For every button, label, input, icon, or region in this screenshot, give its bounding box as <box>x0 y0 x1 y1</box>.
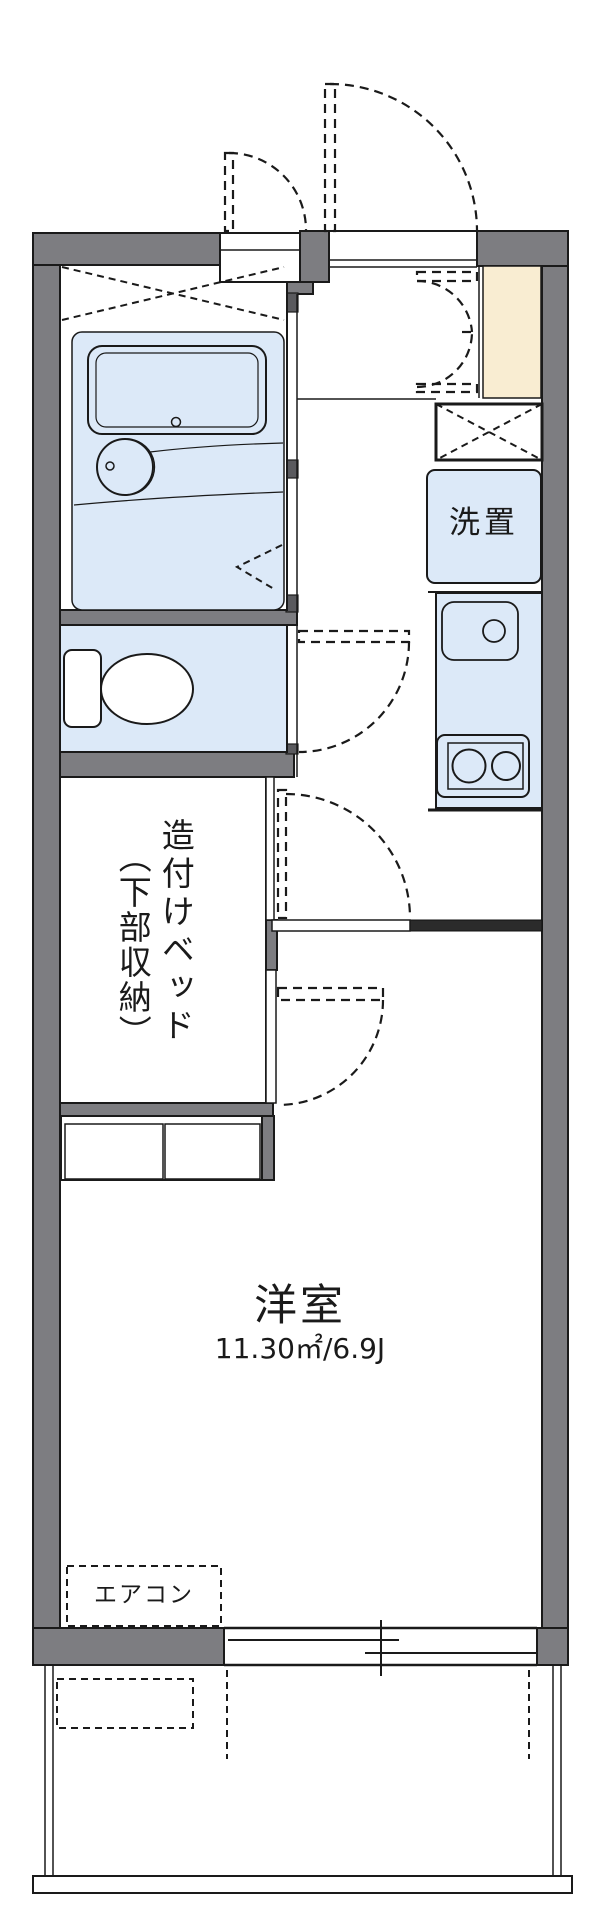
toilet-tank <box>63 649 102 728</box>
alcove-door-arc <box>228 151 308 231</box>
wash-basin-drain <box>105 461 115 471</box>
walls <box>32 230 569 1666</box>
stove-burner-left <box>451 748 487 784</box>
wall-mid-dark <box>409 919 543 932</box>
hall-threshold <box>271 919 411 932</box>
main-room-size: 11.30㎡/6.9J <box>214 1332 386 1365</box>
hall-door-arc <box>285 792 412 919</box>
balcony-window <box>32 1565 573 1894</box>
wall-top-left <box>32 232 221 266</box>
unit-bath <box>61 266 285 611</box>
bath-folding-door <box>234 544 283 590</box>
built-in-bed-label-line1: 造付けベッド <box>156 818 196 1046</box>
doors <box>223 82 479 1107</box>
bath-counter-line-2 <box>73 491 284 506</box>
closet-bifold-bottom-leaf <box>415 382 479 394</box>
closet-door-right <box>164 1123 261 1180</box>
kitchen <box>426 402 544 812</box>
wall-top-right <box>476 230 569 267</box>
wall-bottom-left <box>32 1627 225 1666</box>
aircon-label: エアコン <box>94 1582 194 1608</box>
wall-toilet-bottom <box>59 751 295 778</box>
meter-box-alcove <box>219 232 301 283</box>
kitchen-sink <box>441 601 519 661</box>
wall-closet-stub <box>261 1115 275 1181</box>
main-room-name: 洋室 <box>254 1281 346 1331</box>
closet-bifold-arc-bottom <box>416 331 474 389</box>
room-door-arc <box>277 999 385 1107</box>
toilet-bowl <box>100 653 194 725</box>
laundry-space <box>426 469 542 584</box>
bathtub-drain <box>170 416 182 428</box>
bed-room <box>59 776 267 1104</box>
wall-entry-jamb <box>299 230 330 283</box>
closet-door-left <box>64 1123 164 1180</box>
toilet <box>63 649 194 728</box>
wall-right <box>541 265 569 1629</box>
bath-counter-line-1 <box>149 442 284 453</box>
aircon-box <box>66 1565 222 1627</box>
wall-bedroom-bottom <box>59 1102 274 1117</box>
hall-door-leaf <box>276 788 288 920</box>
genkan-floor <box>482 265 542 399</box>
closet-bifold-arc-top <box>416 279 474 333</box>
laundry-label: 洗置 <box>449 505 519 541</box>
entrance <box>296 230 477 777</box>
toilet-door-leaf <box>297 629 411 644</box>
wall-bath-bottom <box>59 609 298 626</box>
wash-basin <box>96 438 154 496</box>
bedroom-thin-wall <box>265 776 275 921</box>
alcove-door-leaf <box>223 151 235 233</box>
ceiling-storage-cross <box>61 266 285 321</box>
stove-unit <box>436 734 530 798</box>
bathtub <box>87 345 267 435</box>
kitchen-faucet <box>482 619 506 643</box>
entrance-door-arc <box>329 82 479 232</box>
wall-bottom-right <box>536 1627 569 1666</box>
closet-bifold-top-leaf <box>415 270 479 283</box>
room-door-leaf <box>276 986 385 1002</box>
storage-crossbox-x <box>435 403 543 461</box>
stove-inner <box>447 742 524 790</box>
balcony-slab-edge <box>32 1875 573 1894</box>
balcony-hatch-box <box>56 1678 194 1729</box>
entrance-door-leaf <box>323 82 337 233</box>
under-bed-closet <box>60 1115 263 1181</box>
stove-burner-right <box>491 751 521 781</box>
partitions <box>60 776 411 1181</box>
bedroom-door-panel <box>265 969 277 1104</box>
wash-basin-rim <box>133 439 156 495</box>
built-in-bed-label-line2: （下部収納） <box>113 840 153 1050</box>
wall-left <box>32 232 61 1666</box>
toilet-door-arc <box>298 641 411 754</box>
